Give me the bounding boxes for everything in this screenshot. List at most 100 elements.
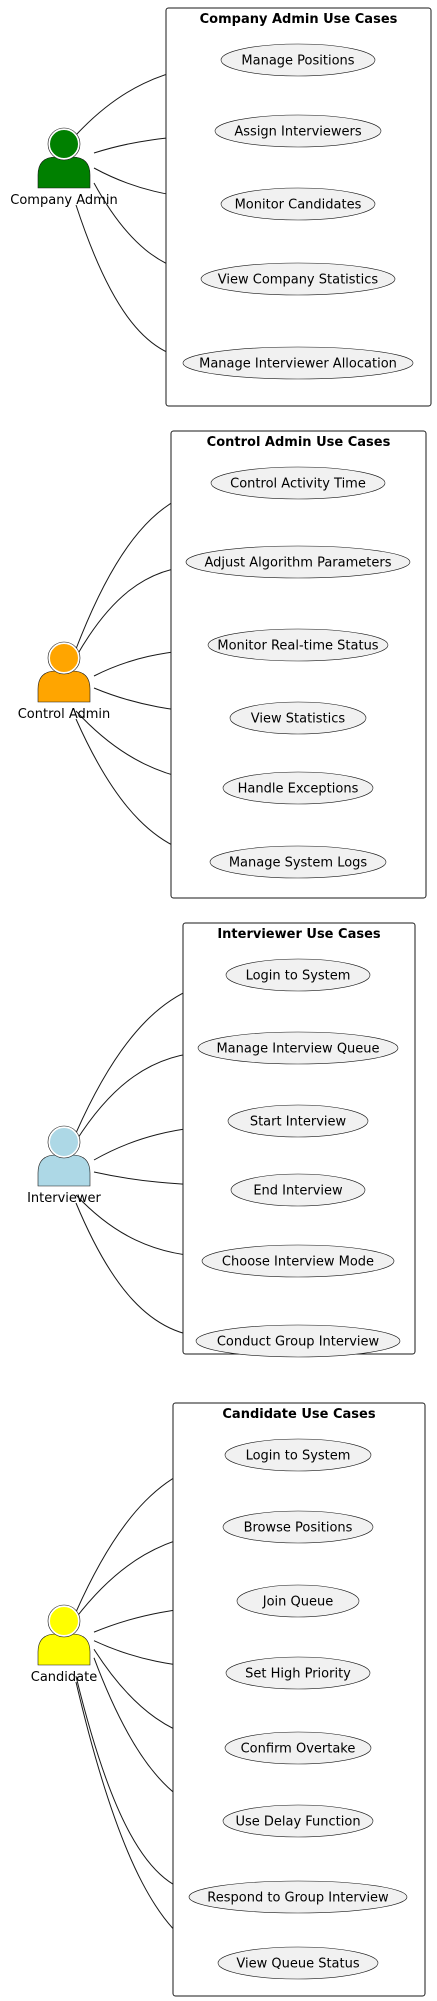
actor-candidate-icon [37, 1604, 91, 1666]
use-case-label: Start Interview [250, 1115, 347, 1130]
use-case-conduct-group-interview[interactable]: Conduct Group Interview [195, 1324, 401, 1358]
actor-control-icon [37, 641, 91, 703]
use-case-label: Set High Priority [245, 1667, 351, 1682]
use-case-manage-system-logs[interactable]: Manage System Logs [209, 845, 387, 879]
use-case-set-high-priority[interactable]: Set High Priority [225, 1656, 371, 1690]
use-case-ellipse[interactable] [225, 1656, 371, 1690]
use-case-label: Manage Positions [241, 54, 354, 69]
use-case-label: Handle Exceptions [238, 782, 359, 797]
use-case-choose-interview-mode[interactable]: Choose Interview Mode [201, 1244, 395, 1278]
use-case-monitor-candidates[interactable]: Monitor Candidates [220, 187, 376, 221]
use-case-ellipse[interactable] [200, 262, 396, 296]
actor-interviewer-icon [37, 1125, 91, 1187]
package-title: Company Admin Use Cases [200, 12, 398, 27]
use-case-handle-exceptions[interactable]: Handle Exceptions [222, 771, 374, 805]
use-case-ellipse[interactable] [209, 845, 387, 879]
use-case-confirm-overtake[interactable]: Confirm Overtake [224, 1731, 372, 1765]
actor-company-icon [37, 127, 91, 189]
use-case-view-queue-status[interactable]: View Queue Status [217, 1946, 379, 1980]
use-case-label: Monitor Real-time Status [217, 639, 378, 654]
use-case-control-activity-time[interactable]: Control Activity Time [210, 466, 386, 500]
use-case-assign-interviewers[interactable]: Assign Interviewers [214, 114, 382, 148]
use-case-label: Browse Positions [244, 1521, 353, 1536]
use-case-label: View Queue Status [236, 1957, 359, 1972]
package-title: Candidate Use Cases [222, 1407, 375, 1422]
actor-body [37, 1633, 91, 1666]
use-case-label: Confirm Overtake [241, 1742, 356, 1757]
use-case-ellipse[interactable] [182, 346, 414, 380]
use-case-use-delay-function[interactable]: Use Delay Function [222, 1804, 374, 1838]
use-case-ellipse[interactable] [210, 466, 386, 500]
use-case-label: View Statistics [251, 712, 346, 727]
actor-head [48, 1126, 80, 1158]
use-case-adjust-algorithm-parameters[interactable]: Adjust Algorithm Parameters [185, 545, 411, 579]
use-case-login-to-system[interactable]: Login to System [224, 1438, 372, 1472]
use-case-label: Manage Interview Queue [216, 1042, 379, 1057]
use-case-label: Login to System [246, 969, 351, 984]
use-case-ellipse[interactable] [188, 1880, 408, 1914]
use-case-ellipse[interactable] [222, 771, 374, 805]
use-case-ellipse[interactable] [230, 1173, 366, 1207]
use-case-ellipse[interactable] [207, 628, 389, 662]
use-case-manage-positions[interactable]: Manage Positions [220, 43, 376, 77]
use-case-ellipse[interactable] [222, 1804, 374, 1838]
use-case-ellipse[interactable] [227, 1104, 369, 1138]
use-case-label: Choose Interview Mode [222, 1255, 374, 1270]
actor-head [48, 128, 80, 160]
use-case-start-interview[interactable]: Start Interview [227, 1104, 369, 1138]
use-case-end-interview[interactable]: End Interview [230, 1173, 366, 1207]
use-case-respond-to-group-interview[interactable]: Respond to Group Interview [188, 1880, 408, 1914]
package-title: Interviewer Use Cases [217, 927, 381, 942]
actor-body [37, 156, 91, 189]
use-case-login-to-system[interactable]: Login to System [225, 958, 371, 992]
use-case-label: View Company Statistics [218, 273, 379, 288]
actor-body [37, 1154, 91, 1187]
use-case-label: Respond to Group Interview [207, 1891, 389, 1906]
use-case-label: Conduct Group Interview [217, 1335, 380, 1350]
package-control [170, 430, 427, 899]
use-case-ellipse[interactable] [236, 1584, 360, 1618]
actor-head [48, 642, 80, 674]
use-case-ellipse[interactable] [185, 545, 411, 579]
use-case-ellipse[interactable] [220, 187, 376, 221]
use-case-label: Monitor Candidates [235, 198, 362, 213]
use-case-ellipse[interactable] [197, 1031, 399, 1065]
use-case-ellipse[interactable] [195, 1324, 401, 1358]
use-case-label: Adjust Algorithm Parameters [205, 556, 392, 571]
use-case-ellipse[interactable] [224, 1438, 372, 1472]
actor-label: Candidate [31, 1670, 97, 1685]
use-case-label: Manage System Logs [229, 856, 368, 871]
use-case-browse-positions[interactable]: Browse Positions [222, 1510, 374, 1544]
package-title: Control Admin Use Cases [207, 435, 391, 450]
actor-body [37, 670, 91, 703]
use-case-ellipse[interactable] [229, 701, 367, 735]
use-case-manage-interviewer-allocation[interactable]: Manage Interviewer Allocation [182, 346, 414, 380]
actor-label: Control Admin [18, 707, 111, 722]
use-case-ellipse[interactable] [220, 43, 376, 77]
use-case-ellipse[interactable] [214, 114, 382, 148]
use-case-ellipse[interactable] [224, 1731, 372, 1765]
package-candidate [172, 1402, 426, 1997]
use-case-label: Manage Interviewer Allocation [199, 357, 397, 372]
actor-label: Interviewer [27, 1191, 101, 1206]
use-case-ellipse[interactable] [217, 1946, 379, 1980]
use-case-join-queue[interactable]: Join Queue [236, 1584, 360, 1618]
use-case-monitor-real-time-status[interactable]: Monitor Real-time Status [207, 628, 389, 662]
use-case-manage-interview-queue[interactable]: Manage Interview Queue [197, 1031, 399, 1065]
use-case-label: Control Activity Time [230, 477, 366, 492]
use-case-label: Use Delay Function [235, 1815, 360, 1830]
use-case-ellipse[interactable] [225, 958, 371, 992]
use-case-view-company-statistics[interactable]: View Company Statistics [200, 262, 396, 296]
use-case-ellipse[interactable] [222, 1510, 374, 1544]
use-case-label: Join Queue [262, 1595, 333, 1610]
use-case-label: Login to System [246, 1449, 351, 1464]
use-case-ellipse[interactable] [201, 1244, 395, 1278]
use-case-label: Assign Interviewers [234, 125, 361, 140]
use-case-label: End Interview [253, 1184, 343, 1199]
use-case-view-statistics[interactable]: View Statistics [229, 701, 367, 735]
